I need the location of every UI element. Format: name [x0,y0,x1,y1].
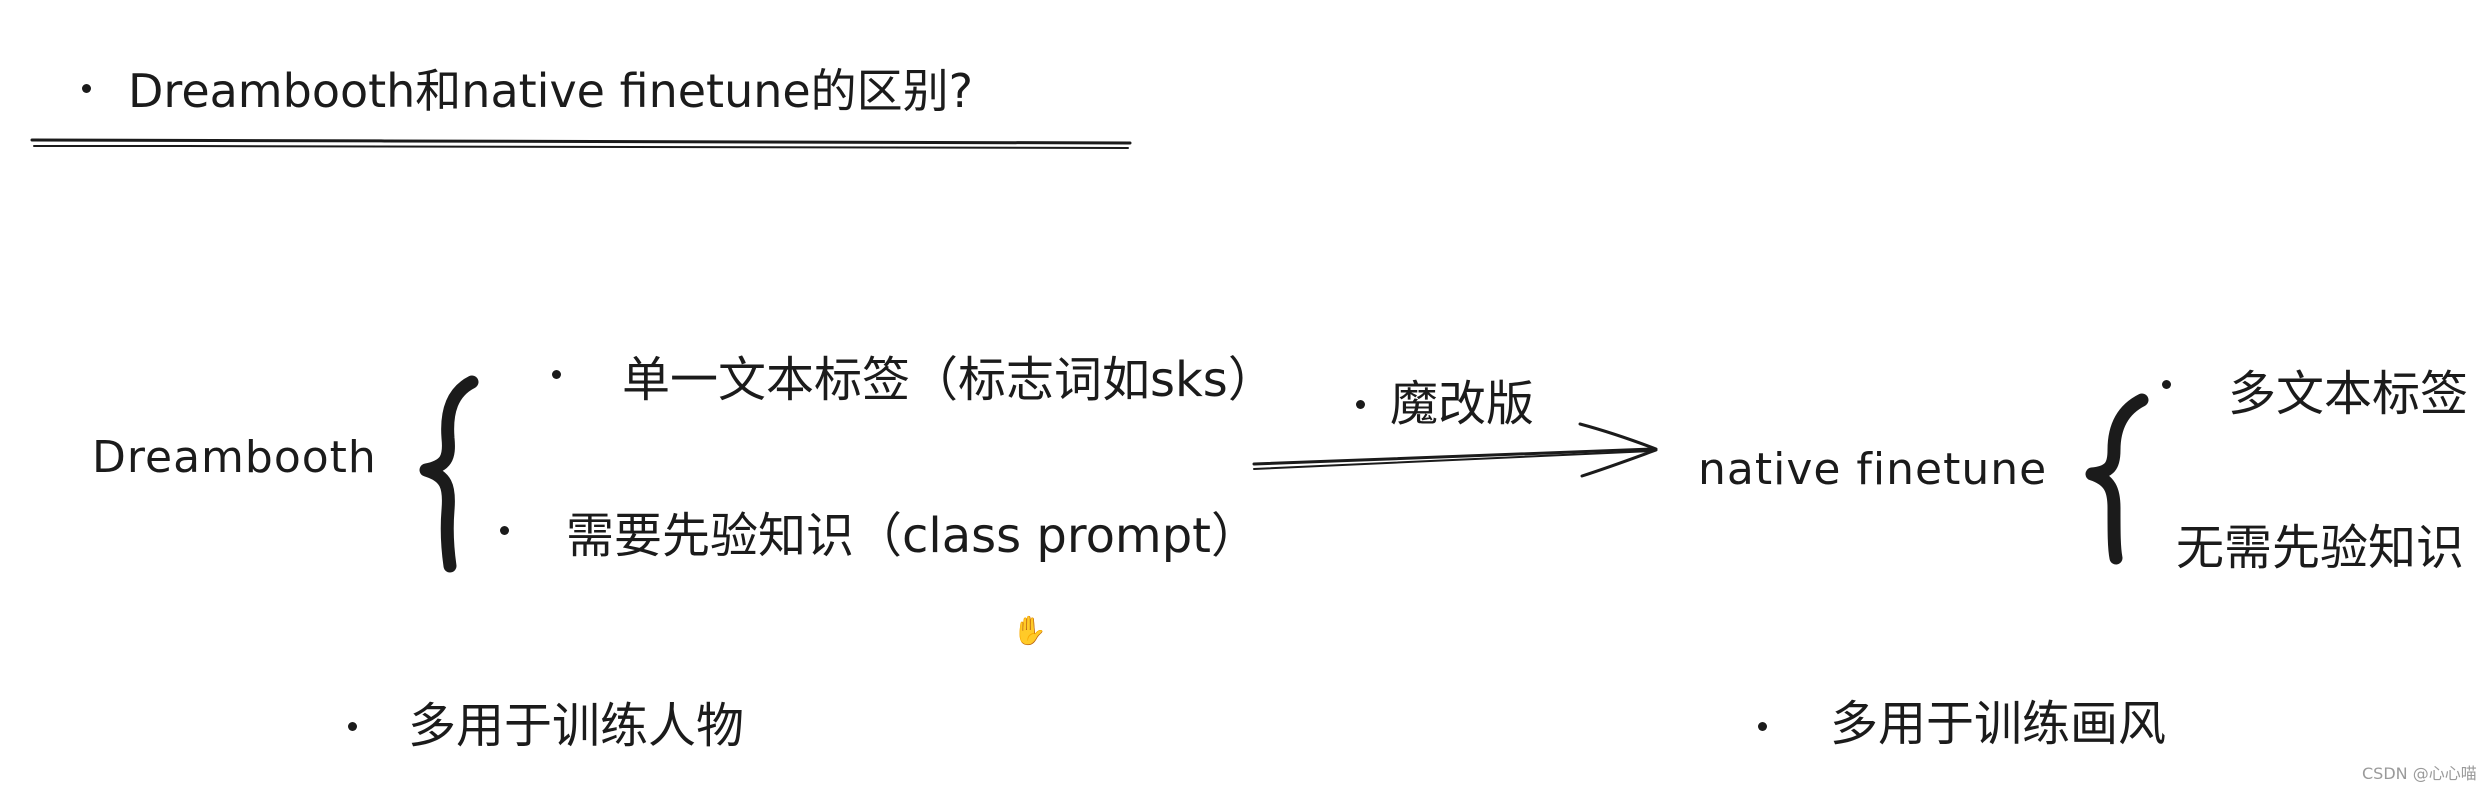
title-bullet [82,84,91,93]
left-item-1-bullet [552,370,561,379]
arrow-label-bullet [1356,400,1365,409]
right-item-2: 无需先验知识 [2176,520,2465,576]
dreambooth-label: Dreambooth [92,432,377,483]
right-brace [2085,393,2149,565]
arrow [1252,422,1658,478]
left-summary: 多用于训练人物 [408,698,745,754]
right-summary-bullet [1758,722,1767,731]
page-title: Dreambooth和native finetune的区别? [128,64,974,118]
arrow-label: 魔改版 [1390,376,1535,432]
left-summary-bullet [348,722,357,731]
hand-cursor-icon: ✋ [1012,614,1047,647]
left-item-2: 需要先验知识（class prompt） [566,508,1259,564]
title-underline [30,138,1132,149]
right-item-1: 多文本标签 [2228,366,2469,422]
left-item-1: 单一文本标签（标志词如sks） [622,352,1276,408]
right-summary: 多用于训练画风 [1830,696,2167,752]
left-brace [419,375,479,573]
native-finetune-label: native finetune [1698,444,2048,495]
watermark: CSDN @心心喵 [2362,764,2477,783]
right-item-1-bullet [2162,380,2171,389]
left-item-2-bullet [500,526,509,535]
